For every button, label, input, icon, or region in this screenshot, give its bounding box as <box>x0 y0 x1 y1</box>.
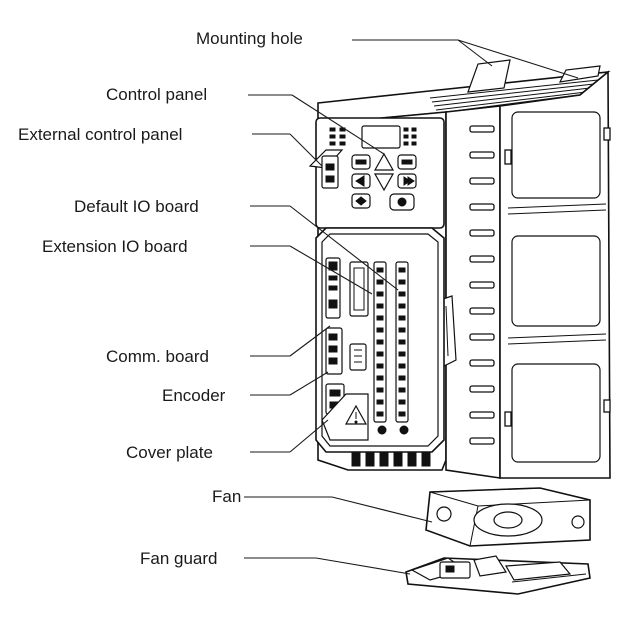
label-fan: Fan <box>212 487 241 506</box>
label-control-panel: Control panel <box>106 85 207 104</box>
label-comm-board: Comm. board <box>106 347 209 366</box>
label-default-io-board: Default IO board <box>74 197 199 216</box>
fan-guard-unit <box>405 555 591 595</box>
vent-slots <box>469 125 495 445</box>
terminal-pins <box>376 267 406 417</box>
leader-lines <box>244 39 579 575</box>
external-panel-connector <box>308 149 344 189</box>
label-mounting-hole: Mounting hole <box>196 29 303 48</box>
io-section <box>315 227 445 467</box>
control-panel-module <box>308 117 445 229</box>
label-extension-io-board: Extension IO board <box>42 237 188 256</box>
label-cover-plate: Cover plate <box>126 443 213 462</box>
fan-unit <box>425 487 591 547</box>
label-fan-guard: Fan guard <box>140 549 218 568</box>
power-terminals <box>351 451 431 467</box>
display-window <box>361 125 401 149</box>
callout-labels: Mounting hole Control panel External con… <box>18 29 303 568</box>
label-external-control-panel: External control panel <box>18 125 182 144</box>
label-encoder: Encoder <box>162 386 226 405</box>
